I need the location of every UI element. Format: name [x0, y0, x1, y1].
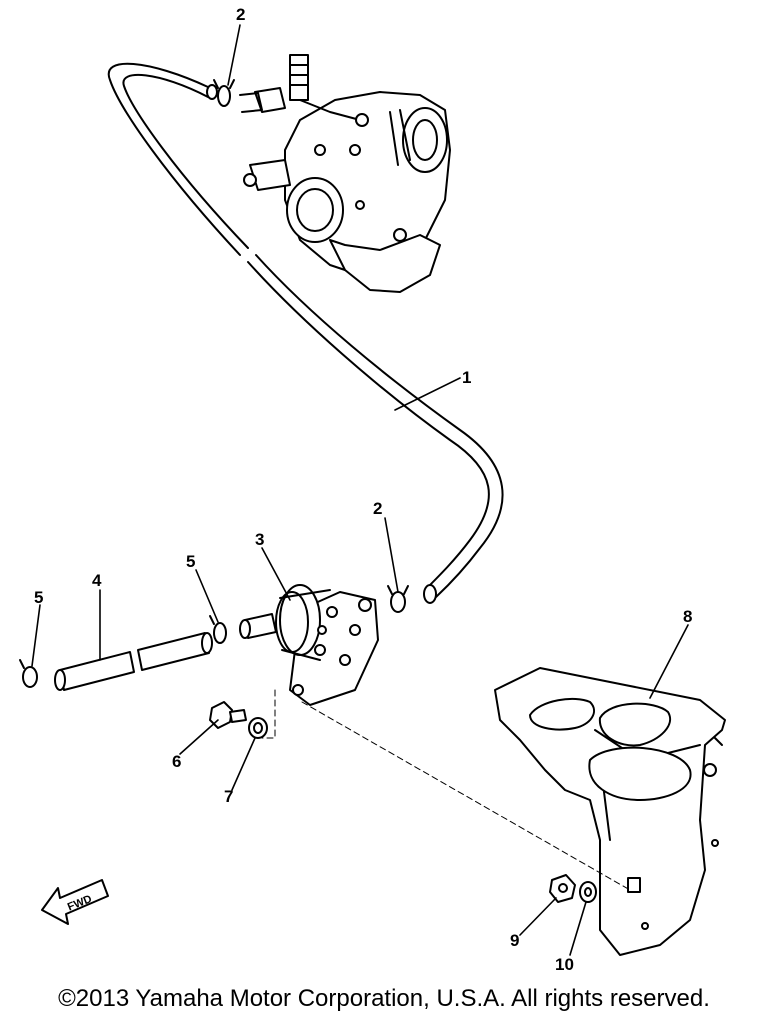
alignment-lines	[261, 689, 631, 891]
copyright-notice: ©2013 Yamaha Motor Corporation, U.S.A. A…	[58, 985, 710, 1012]
callout-6: 6	[172, 752, 181, 771]
callout-4: 4	[92, 571, 102, 590]
callout-7: 7	[224, 787, 233, 806]
callouts: 1 2 2 3 4 5 5 6 7 8 9 10	[34, 5, 692, 974]
washer-bracket	[579, 881, 597, 903]
callout-5-left: 5	[34, 588, 43, 607]
callout-2-mid: 2	[373, 499, 382, 518]
short-hose	[54, 632, 213, 691]
callout-9: 9	[510, 931, 519, 950]
callout-5-mid: 5	[186, 552, 195, 571]
nut	[549, 874, 576, 903]
leader-lines	[31, 24, 689, 956]
callout-1: 1	[462, 368, 471, 387]
callout-3: 3	[255, 530, 264, 549]
bolt	[209, 701, 247, 729]
hose-clip-left	[19, 659, 38, 688]
callout-2-top: 2	[236, 5, 245, 24]
callout-8: 8	[683, 607, 692, 626]
forward-arrow: FWD	[41, 879, 109, 925]
hose-clip-center	[209, 615, 227, 644]
carburetor	[239, 54, 451, 293]
parts-diagram: 1 2 2 3 4 5 5 6 7 8 9 10 FWD	[19, 5, 726, 974]
hose-clip-top	[213, 79, 235, 107]
washer	[248, 717, 268, 739]
fuel-pump	[239, 584, 379, 706]
callout-10: 10	[555, 955, 574, 974]
fuel-hose	[107, 62, 504, 604]
bracket	[494, 667, 726, 956]
